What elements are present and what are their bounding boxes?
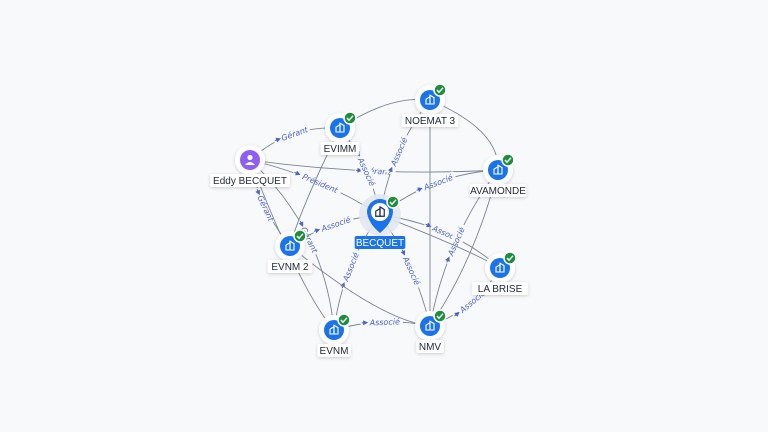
node-nmv[interactable]: NMV [415,309,447,353]
check-badge-icon [337,313,351,327]
edge-label-text: Associé [421,172,454,193]
building-icon [285,240,295,251]
node-noemat[interactable]: NOEMAT 3 [401,83,459,127]
building-icon [493,164,503,175]
node-label: NOEMAT 3 [401,114,459,127]
node-label-text: EVNM [320,346,349,357]
building-icon [495,262,505,273]
check-badge-icon [503,251,517,265]
edge-label: Associé [414,171,457,195]
check-badge-icon [433,309,447,323]
edge-label: Associé [397,247,424,289]
edge-label-text: Associé [368,316,400,327]
node-label-text: Eddy BECQUET [213,176,287,187]
check-badge-icon [293,229,307,243]
node-label-text: AVAMONDE [470,186,526,197]
node-evimm[interactable]: EVIMM [320,111,360,155]
node-eddy[interactable]: Eddy BECQUET [210,145,290,187]
check-badge-icon [501,153,515,167]
building-icon [425,94,435,105]
node-label-text: NOEMAT 3 [405,116,456,127]
check-badge-icon [386,195,400,209]
node-evnm[interactable]: EVNM [317,313,351,357]
edge-label: Président [292,167,343,196]
node-label-text: EVNM 2 [271,262,309,273]
edge-label-text: Associé [401,254,423,287]
node-label: AVAMONDE [469,184,526,197]
edge-label-text: Associé [340,251,361,284]
check-badge-icon [433,83,447,97]
node-label: EVNM 2 [267,260,313,273]
node-label-text: EVIMM [324,144,357,155]
node-label: EVIMM [320,142,360,155]
node-label-text: NMV [419,342,442,353]
edge-label: Gérant [252,187,277,225]
person-icon [245,154,255,165]
nodes-layer: Eddy BECQUET EVIMM NOEMAT 3 AVAMONDE BECQUET… [210,83,529,357]
node-label: BECQUET [354,236,406,249]
node-label-text: BECQUET [356,238,404,249]
node-label: Eddy BECQUET [210,174,290,187]
node-label: LA BRISE [471,282,529,295]
building-icon [329,324,339,335]
edge-label: Associé [312,213,355,236]
edge-label-text: Président [301,171,340,195]
edge-label: Gérant [272,124,311,146]
node-label-text: LA BRISE [478,284,523,295]
node-becquet[interactable]: BECQUET [354,194,406,249]
node-avamonde[interactable]: AVAMONDE [469,153,526,197]
building-icon [425,320,435,331]
node-labrise[interactable]: LA BRISE [471,251,529,295]
edge-label-text: Gérant [255,194,276,224]
node-label: EVNM [317,344,351,357]
edge-label-text: Associé [388,136,410,169]
edge-label-text: Associé [319,214,352,234]
node-label: NMV [416,340,444,353]
building-icon [375,205,385,217]
edge-label-text: Gérant [280,124,310,143]
check-badge-icon [343,111,357,125]
building-icon [335,122,345,133]
edge-label: Associé [360,316,403,328]
edge-label: Associé [385,133,411,176]
node-evnm2[interactable]: EVNM 2 [267,229,313,273]
edge-label-text: Gérant [363,166,392,177]
